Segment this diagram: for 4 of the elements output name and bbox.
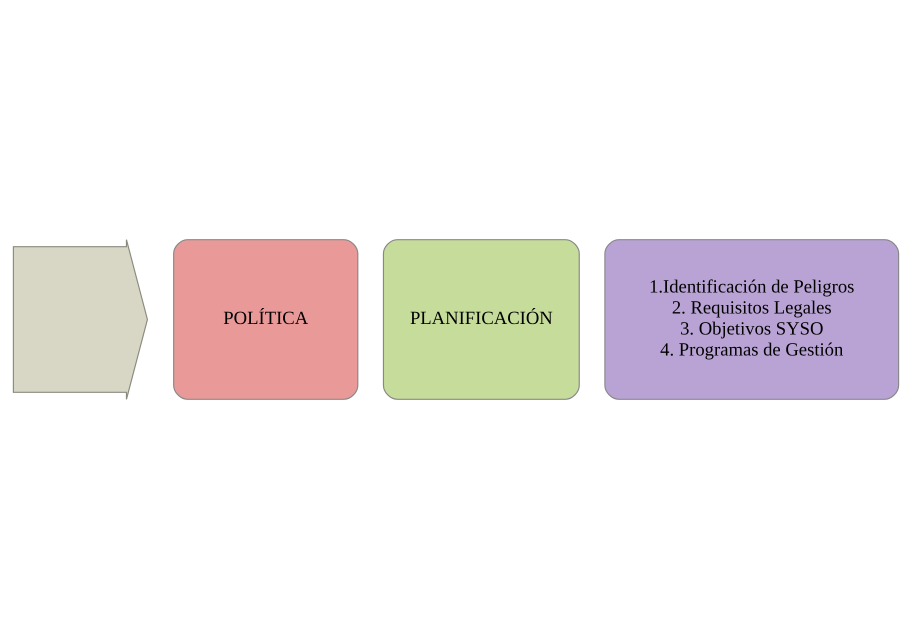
node-box: POLÍTICA	[173, 239, 358, 400]
node-arrow	[12, 239, 148, 400]
node-box: 1.Identificación de Peligros 2. Requisitos Legales 3. Objetivos SYSO 4. Programas de Gestión	[604, 239, 900, 400]
node-box: PLANIFICACIÓN	[382, 239, 580, 400]
